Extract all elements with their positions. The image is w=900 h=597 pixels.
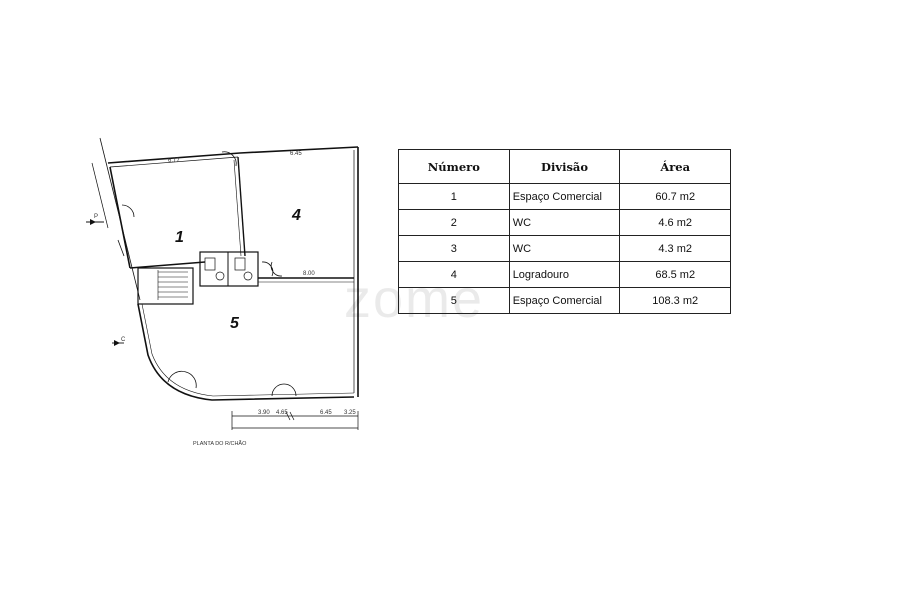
cell-numero: 1 <box>398 183 510 210</box>
header-divisao: Divisão <box>508 149 621 184</box>
section-arrow-icon <box>90 219 96 225</box>
room-number-1: 1 <box>175 229 184 246</box>
table-header-row: Número Divisão Área <box>398 149 731 184</box>
table-row: 5 Espaço Comercial 108.3 m2 <box>398 287 731 314</box>
cell-divisao: Espaço Comercial <box>508 287 621 314</box>
section-mark-p: P <box>94 214 98 220</box>
dim-label: 6.45 <box>290 151 302 157</box>
table-row: 3 WC 4.3 m2 <box>398 235 731 262</box>
section-mark-c: C <box>121 337 126 343</box>
room-number-5: 5 <box>230 315 240 332</box>
dim-label: 6.17 <box>168 158 180 164</box>
cell-numero: 3 <box>398 235 510 262</box>
dim-label: 8.00 <box>303 271 315 277</box>
table-row: 1 Espaço Comercial 60.7 m2 <box>398 183 731 210</box>
cell-numero: 2 <box>398 209 510 236</box>
cell-divisao: WC <box>508 209 621 236</box>
cell-area: 4.6 m2 <box>619 209 731 236</box>
table-row: 4 Logradouro 68.5 m2 <box>398 261 731 288</box>
area-table: Número Divisão Área 1 Espaço Comercial 6… <box>398 149 731 314</box>
cell-area: 60.7 m2 <box>619 183 731 210</box>
header-numero: Número <box>398 149 510 184</box>
cell-area: 108.3 m2 <box>619 287 731 314</box>
cell-numero: 4 <box>398 261 510 288</box>
cell-divisao: WC <box>508 235 621 262</box>
plan-caption: PLANTA DO R/CHÃO <box>193 440 247 447</box>
table-row: 2 WC 4.6 m2 <box>398 209 731 236</box>
cell-numero: 5 <box>398 287 510 314</box>
dim-label: 3.90 <box>258 410 270 416</box>
dim-label: 4.65 <box>276 410 288 416</box>
cell-area: 68.5 m2 <box>619 261 731 288</box>
header-area: Área <box>619 149 731 184</box>
room-number-4: 4 <box>291 207 301 224</box>
dim-label: 3.25 <box>344 410 356 416</box>
cell-divisao: Logradouro <box>508 261 621 288</box>
cell-area: 4.3 m2 <box>619 235 731 262</box>
cell-divisao: Espaço Comercial <box>508 183 621 210</box>
section-arrow-icon <box>114 340 120 346</box>
dim-label: 6.45 <box>320 410 332 416</box>
